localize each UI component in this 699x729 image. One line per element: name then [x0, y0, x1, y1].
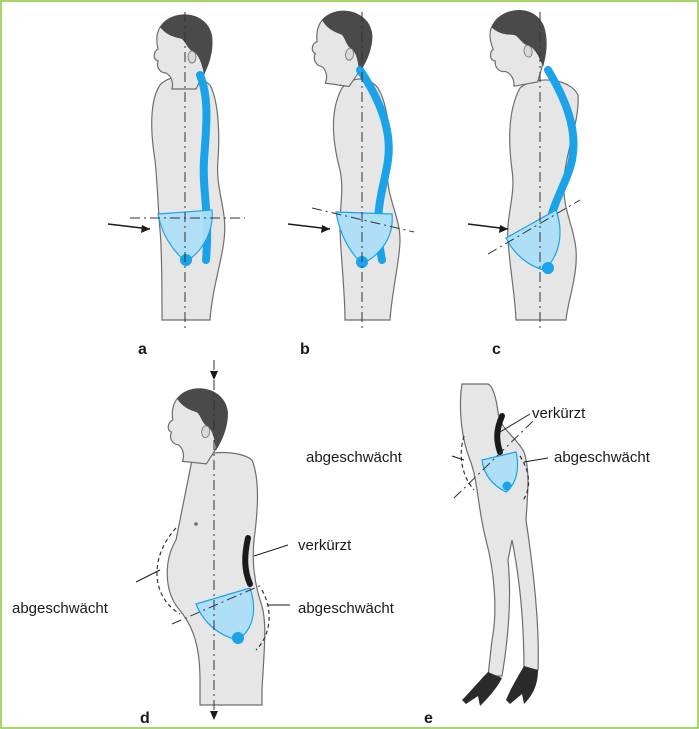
label-e-shortened: verkürzt — [532, 405, 586, 422]
hip-joint — [232, 632, 244, 644]
hip-joint — [180, 254, 192, 266]
navel — [194, 522, 198, 526]
body-outline — [152, 76, 225, 320]
panel-label-e: e — [424, 710, 433, 727]
panel-label-b: b — [300, 341, 310, 358]
panel-label-d: d — [140, 710, 150, 727]
label-e-weakened-back: abgeschwächt — [554, 449, 651, 466]
label-d-weakened-front: abgeschwächt — [12, 600, 109, 617]
label-e-weakened-front: abgeschwächt — [306, 449, 403, 466]
panel-label-c: c — [492, 341, 501, 358]
panel-label-a: a — [138, 341, 147, 358]
label-d-shortened: verkürzt — [298, 537, 352, 554]
hip-joint — [503, 482, 512, 491]
label-d-weakened-back: abgeschwächt — [298, 600, 395, 617]
hip-joint — [542, 262, 554, 274]
